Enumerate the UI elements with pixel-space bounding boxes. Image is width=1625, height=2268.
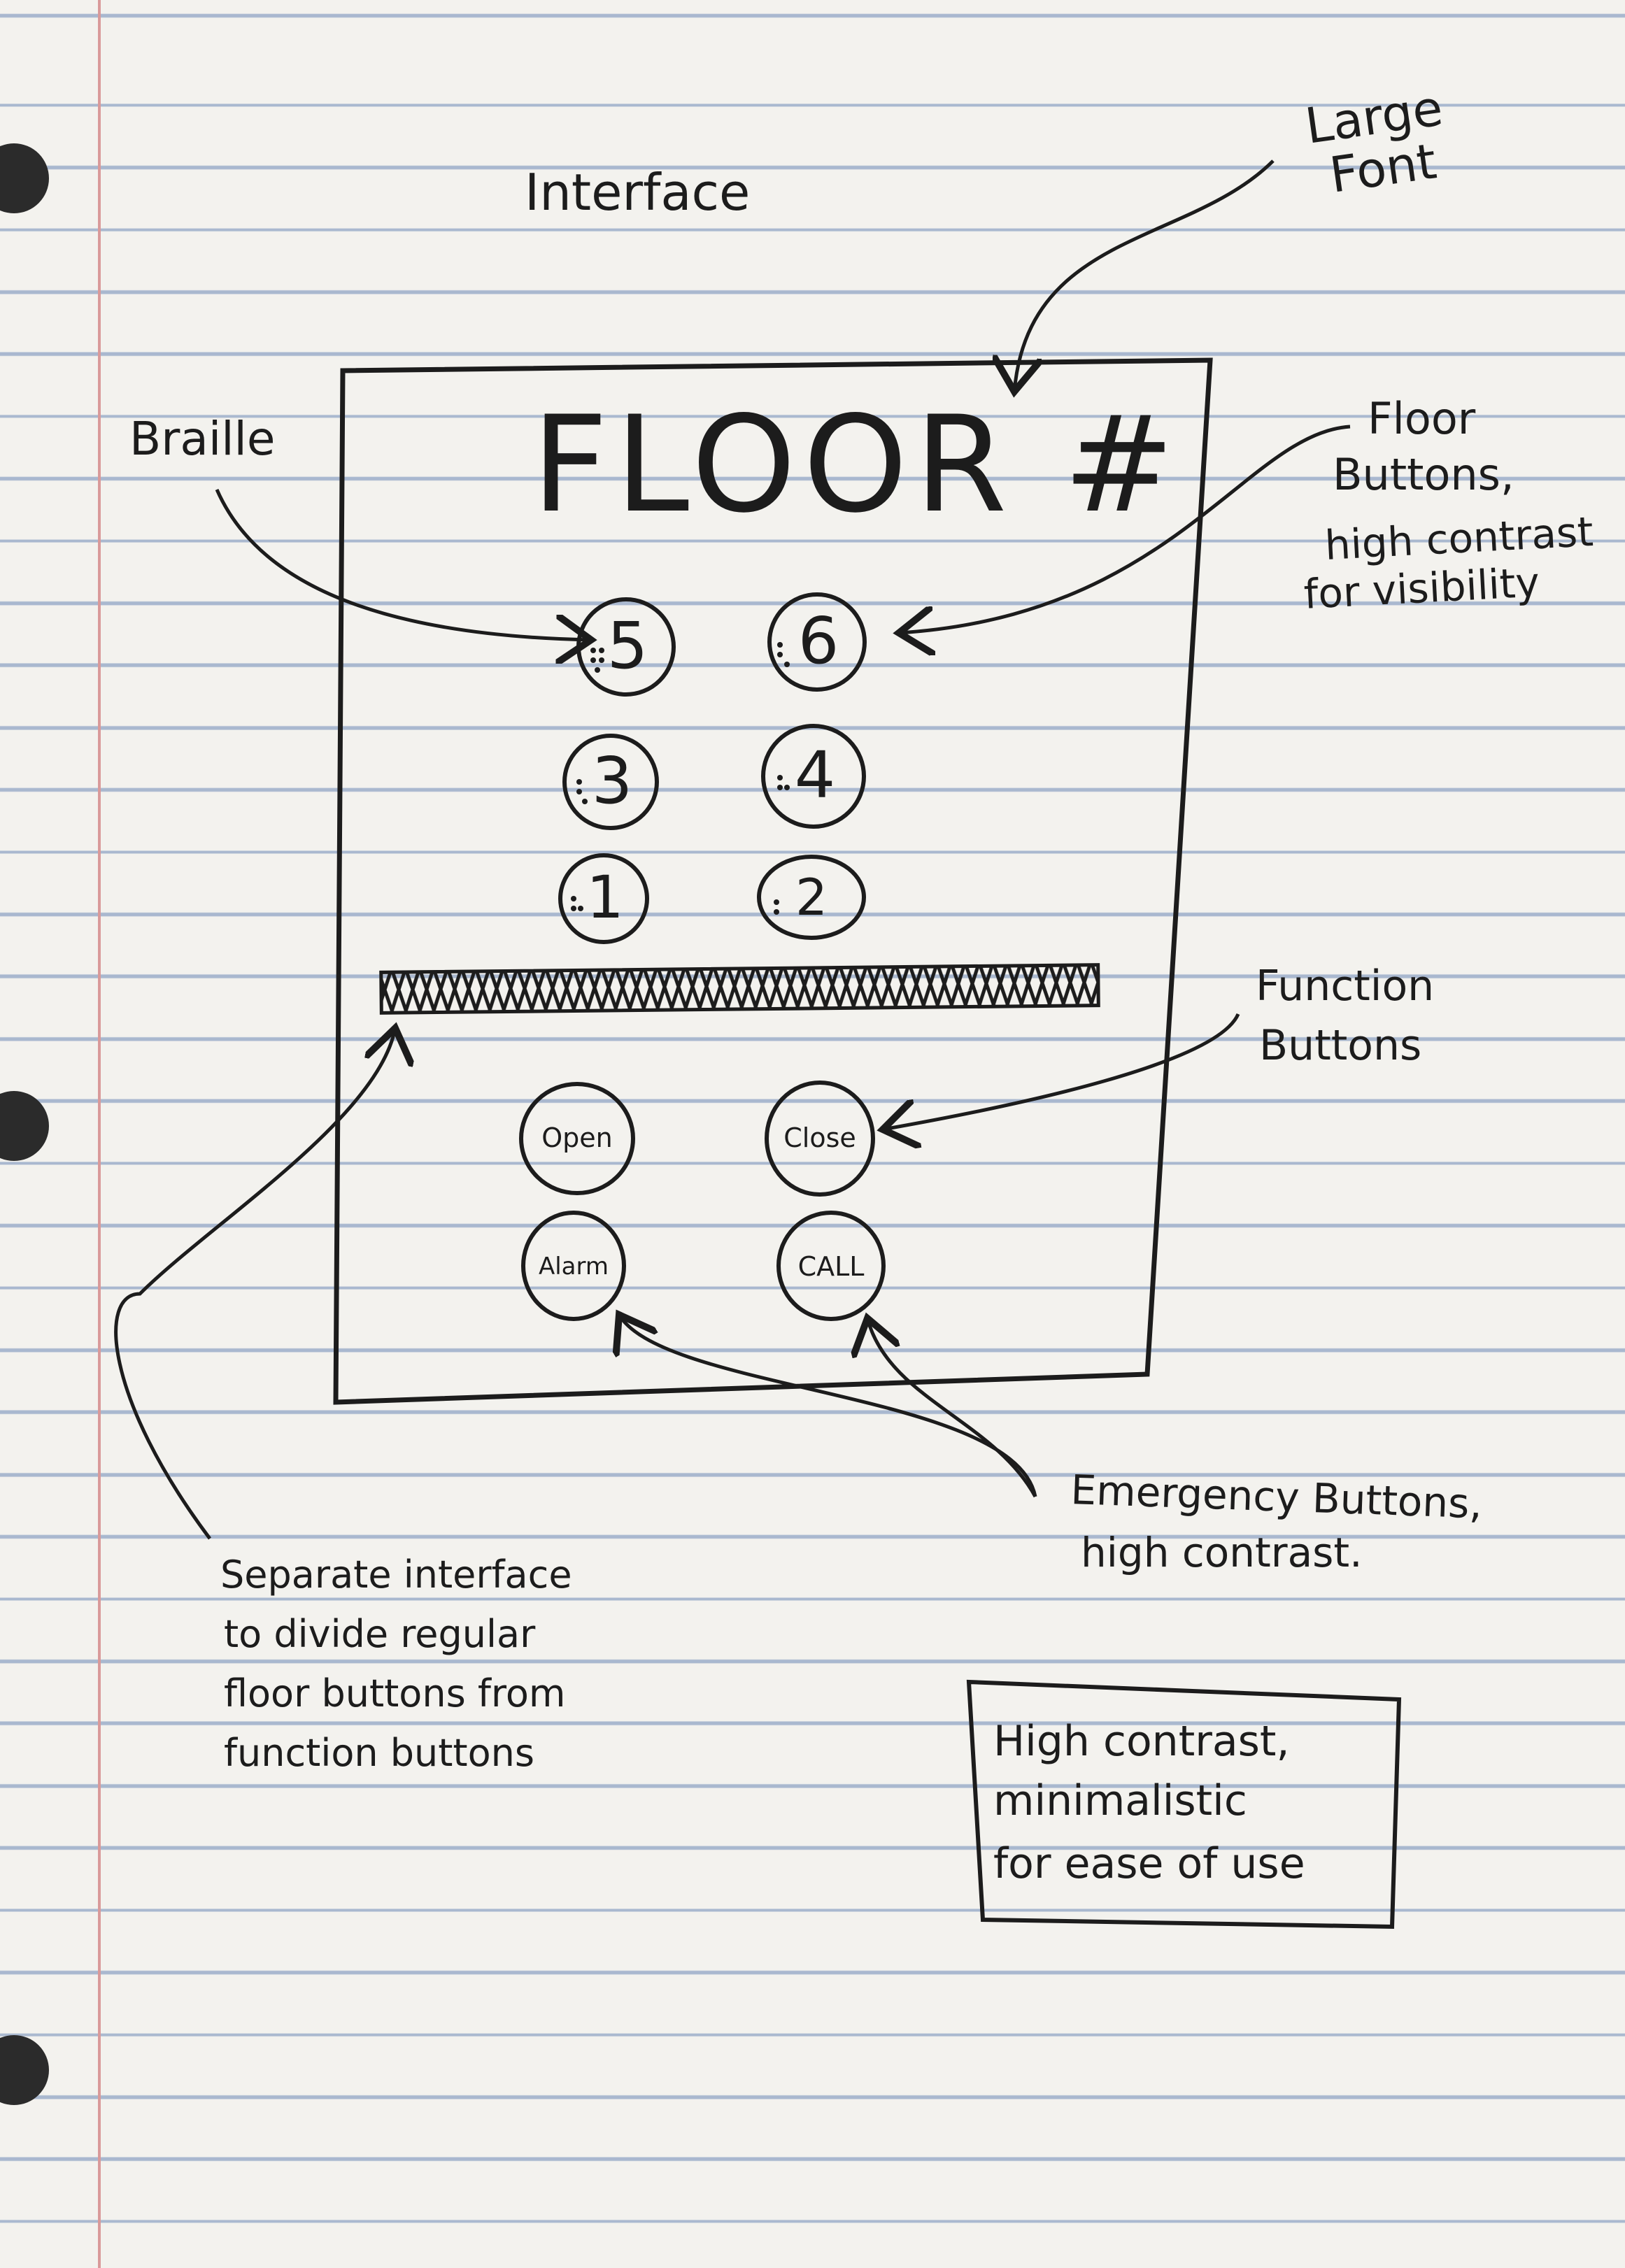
annotation-emergency-buttons: Emergency Buttons, high contrast.	[619, 1315, 1483, 1576]
annotation-text: to divide regular	[224, 1612, 536, 1656]
floor-button-label: 4	[795, 738, 836, 813]
floor-button-1[interactable]: 1	[558, 853, 649, 944]
floor-button-label: 6	[798, 604, 839, 678]
floor-button-label: 3	[592, 743, 633, 818]
arrow	[215, 488, 591, 640]
annotation-text: Function	[1256, 962, 1434, 1011]
margin-line	[98, 0, 101, 2268]
arrow	[114, 1028, 395, 1540]
summary-text: minimalistic	[993, 1776, 1247, 1825]
summary-text: High contrast,	[993, 1717, 1290, 1766]
annotation-text: function buttons	[224, 1731, 534, 1775]
arrow	[1014, 159, 1275, 392]
alarm-button-label: Alarm	[539, 1253, 609, 1281]
arrow	[619, 1315, 1037, 1497]
panel-outline	[333, 357, 1213, 1405]
alarm-button[interactable]: Alarm	[521, 1211, 626, 1321]
floor-button-3[interactable]: 3	[562, 734, 659, 830]
annotation-text: Buttons	[1259, 1021, 1421, 1070]
floor-button-label: 1	[586, 863, 623, 932]
open-button-label: Open	[541, 1122, 613, 1153]
arrow	[883, 1013, 1240, 1129]
arrow	[867, 1318, 1037, 1498]
floor-button-2[interactable]: 2	[757, 855, 866, 940]
close-button-label: Close	[783, 1122, 856, 1153]
annotation-large-font: Large Font	[1014, 79, 1446, 392]
annotation-text: high contrast	[1324, 508, 1594, 569]
call-button[interactable]: CALL	[776, 1211, 886, 1321]
annotation-separator: Separate interface to divide regular flo…	[114, 1028, 572, 1775]
annotation-text: Emergency Buttons,	[1070, 1466, 1484, 1527]
floor-display: FLOOR #	[532, 387, 1182, 542]
annotation-text: Braille	[129, 412, 275, 466]
open-button[interactable]: Open	[519, 1082, 635, 1195]
annotation-text: Floor	[1368, 393, 1476, 444]
call-button-label: CALL	[798, 1251, 865, 1282]
sketch-title: Interface	[525, 163, 750, 222]
close-button[interactable]: Close	[765, 1080, 875, 1197]
separator-bar	[379, 963, 1100, 1015]
annotation-function-buttons: Function Buttons	[883, 962, 1434, 1129]
floor-button-4[interactable]: 4	[761, 724, 866, 829]
floor-button-label: 2	[795, 868, 828, 927]
floor-button-label: 5	[607, 608, 648, 683]
annotation-text: high contrast.	[1081, 1529, 1363, 1576]
summary-text: for ease of use	[993, 1839, 1305, 1888]
floor-button-5[interactable]: 5	[576, 597, 676, 697]
annotation-text: Separate interface	[220, 1553, 572, 1597]
floor-button-6[interactable]: 6	[767, 592, 867, 692]
annotation-text: Buttons,	[1333, 449, 1514, 500]
arrow	[899, 425, 1351, 633]
annotation-text: floor buttons from	[224, 1671, 566, 1716]
annotation-braille: Braille	[129, 412, 591, 640]
summary-box: High contrast, minimalistic for ease of …	[966, 1679, 1402, 1930]
